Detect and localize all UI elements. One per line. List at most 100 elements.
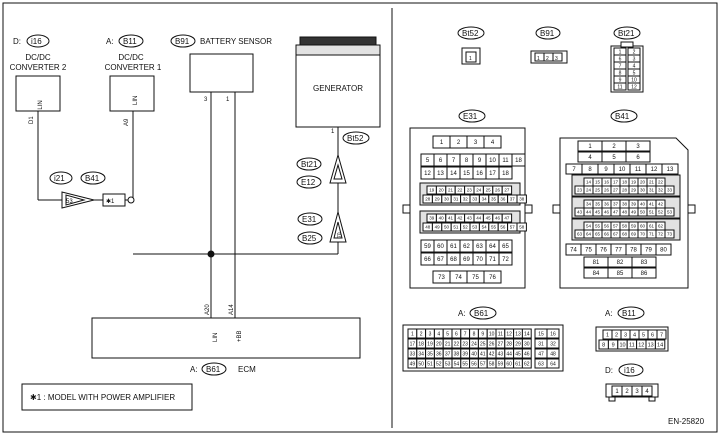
pin-label: 62	[463, 244, 470, 250]
pin-cell	[613, 82, 627, 91]
pin-label: 83	[641, 260, 648, 266]
pin-label: 44	[586, 210, 592, 215]
pin-label: 69	[463, 257, 470, 263]
svg-text:A9: A9	[124, 118, 130, 126]
connector-bt52: Bt52 1	[457, 26, 485, 65]
pin-cell	[483, 270, 502, 284]
pin-label: 38	[622, 202, 628, 207]
pin-label: 28	[425, 197, 431, 202]
pin-label: 45	[595, 210, 601, 215]
pin-cell	[483, 135, 502, 149]
pin-label: 1	[411, 331, 414, 337]
battery-sensor: B91 BATTERY SENSOR 3 1	[170, 34, 272, 103]
pin-label: 78	[630, 248, 637, 254]
pin-label: 76	[489, 275, 496, 281]
pin-label: 2	[633, 49, 636, 55]
pin-cell	[521, 328, 532, 339]
pin-label: 20	[640, 180, 646, 185]
pin-label: 57	[480, 361, 486, 367]
pin-label: 19	[427, 341, 433, 347]
pin-label: 46	[604, 210, 610, 215]
pin-label: 11	[617, 84, 622, 90]
svg-text:i16: i16	[624, 366, 635, 375]
pin-label: 70	[640, 232, 646, 237]
pin-label: 3	[624, 332, 627, 338]
pin-label: 33	[667, 188, 673, 193]
pin-label: 49	[410, 361, 416, 367]
pin-label: 12	[638, 342, 644, 348]
svg-text:+BB: +BB	[237, 330, 243, 342]
pin-cell	[631, 256, 657, 268]
pin-label: 1	[440, 140, 444, 146]
svg-text:A:: A:	[605, 309, 613, 318]
pin-label: 74	[455, 275, 462, 281]
pin-cell	[631, 267, 657, 279]
pin-label: 4	[437, 331, 440, 337]
pin-label: 20	[436, 341, 442, 347]
svg-text:A:: A:	[106, 37, 114, 46]
pin-label: 11	[498, 331, 503, 337]
pin-label: 74	[570, 248, 577, 254]
pin-label: 61	[515, 361, 521, 367]
svg-text:LIN: LIN	[133, 96, 139, 105]
joint-bt21-e12: Bt21 E12	[296, 153, 347, 189]
pin-label: 67	[613, 232, 619, 237]
svg-text:CONVERTER 2: CONVERTER 2	[10, 63, 67, 72]
pin-label: 66	[424, 257, 431, 263]
svg-text:A14: A14	[229, 304, 235, 315]
pin-label: 10	[489, 331, 495, 337]
pin-label: 4	[645, 389, 649, 395]
pin-label: 81	[593, 260, 600, 266]
pin-label: 43	[498, 351, 504, 357]
pin-label: 15	[538, 331, 544, 337]
pin-label: 64	[586, 232, 592, 237]
pin-label: 7	[660, 332, 663, 338]
svg-text:LIN: LIN	[213, 333, 219, 342]
svg-text:3: 3	[204, 97, 208, 103]
pin-label: 14	[657, 342, 663, 348]
pin-label: 85	[617, 271, 624, 277]
pin-label: 15	[463, 171, 470, 177]
pin-label: 37	[613, 202, 619, 207]
pin-label: 52	[436, 361, 442, 367]
pin-label: 42	[457, 216, 463, 221]
pin-label: 15	[595, 180, 601, 185]
pin-label: 70	[476, 257, 483, 263]
pin-label: 61	[450, 244, 457, 250]
pin-label: 86	[641, 271, 648, 277]
pin-label: 18	[418, 341, 424, 347]
pin-cell	[501, 213, 513, 223]
pin-label: 38	[454, 351, 460, 357]
pin-label: 43	[577, 210, 583, 215]
pin-label: 25	[480, 341, 486, 347]
pin-label: 21	[448, 188, 454, 193]
pin-label: 38	[519, 197, 525, 202]
pin-label: 6	[439, 158, 443, 164]
pin-label: 9	[481, 331, 484, 337]
svg-text:70: 70	[337, 232, 343, 238]
pin-label: 1	[588, 144, 592, 150]
pin-label: 32	[658, 188, 664, 193]
svg-text:E31: E31	[463, 112, 478, 121]
pin-label: 50	[640, 210, 646, 215]
pin-cell	[511, 153, 526, 167]
pin-label: 60	[437, 244, 444, 250]
svg-text:A:: A:	[190, 365, 198, 374]
pin-label: 53	[472, 225, 478, 230]
pin-label: 6	[455, 331, 458, 337]
pin-label: 68	[622, 232, 628, 237]
pin-label: 35	[595, 202, 601, 207]
pin-cell	[664, 229, 675, 239]
pin-label: 5	[642, 332, 645, 338]
pin-label: 13	[515, 331, 521, 337]
pin-label: 29	[515, 341, 521, 347]
pin-label: 58	[489, 361, 495, 367]
pin-label: 39	[429, 216, 435, 221]
pin-label: 8	[619, 70, 622, 76]
pin-label: 48	[550, 351, 556, 357]
pin-label: 8	[588, 167, 592, 173]
pin-label: 10	[489, 158, 496, 164]
pin-label: 16	[604, 180, 610, 185]
pin-label: 12	[631, 84, 637, 90]
